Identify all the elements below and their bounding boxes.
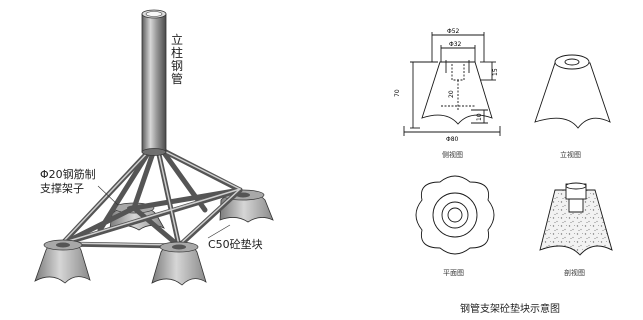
dim-height: 70	[394, 89, 401, 97]
section-view-caption: 剖视图	[564, 268, 585, 277]
steel-bracing-rods	[59, 147, 243, 249]
post-label: 立柱钢管	[170, 33, 183, 86]
brace-label: Φ20钢筋制 支撑架子	[40, 168, 96, 196]
side-view-caption: 侧视图	[442, 150, 463, 159]
support-frame-illustration	[34, 9, 274, 286]
dim-top-outer: Φ52	[447, 28, 460, 35]
side-view-drawing	[403, 32, 501, 136]
dim-top-inner: Φ32	[449, 41, 462, 48]
brace-label-line2: 支撑架子	[40, 182, 84, 195]
elevation-view-caption: 立视图	[560, 150, 581, 159]
section-view-drawing	[539, 182, 613, 256]
block-label: C50砼垫块	[208, 238, 263, 251]
concrete-block-front-mid	[151, 241, 207, 286]
plan-view-drawing	[415, 175, 495, 255]
dim-bottom: Φ80	[446, 136, 459, 143]
brace-label-leader	[97, 185, 119, 206]
dim-base-gap: 10	[476, 113, 483, 121]
block-label-leader	[207, 224, 231, 239]
dim-hole-depth: 15	[492, 68, 499, 76]
plan-view-caption: 平面图	[443, 269, 464, 277]
brace-label-line1: Φ20钢筋制	[40, 168, 96, 181]
vertical-steel-pipe	[141, 9, 167, 156]
elevation-view-drawing	[534, 54, 611, 129]
dim-inner-depth: 20	[448, 90, 455, 98]
figure-title: 钢管支架砼垫块示意图	[460, 302, 560, 315]
concrete-block-front-left	[34, 239, 91, 284]
